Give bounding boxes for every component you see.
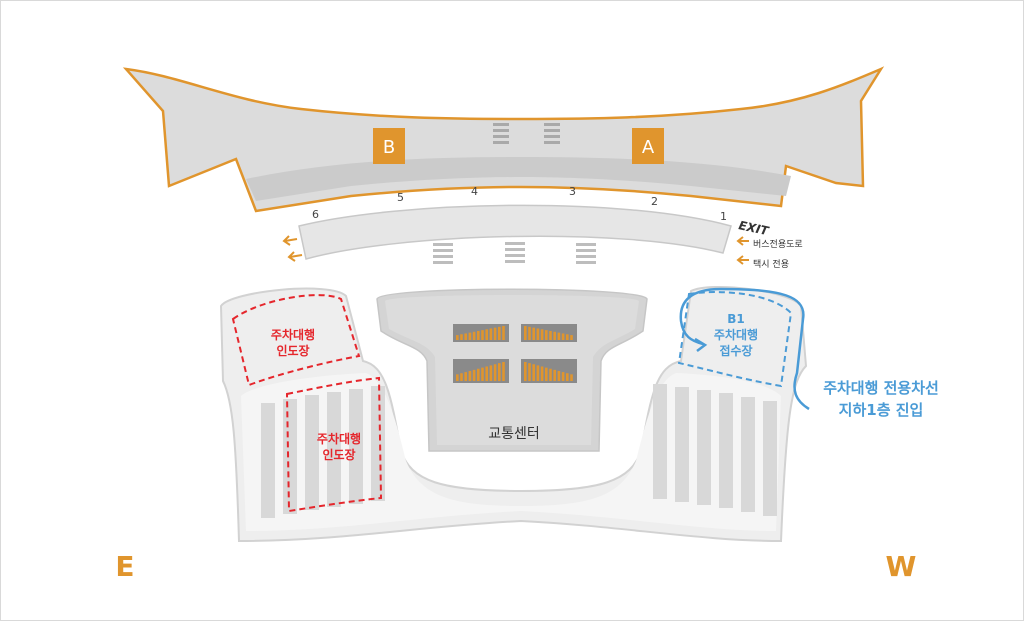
exit-label: EXIT	[737, 218, 770, 238]
platform-stripe	[557, 332, 561, 340]
platform-stripe	[472, 369, 476, 381]
compass-west: W	[886, 550, 917, 583]
taxi-lane-label: 택시 전용	[753, 259, 789, 270]
gate-b-label: B	[383, 137, 395, 158]
platform-stripe	[502, 362, 505, 381]
platform-stripe	[532, 327, 535, 340]
parking-rows-left	[261, 386, 385, 518]
platform-stripe	[460, 334, 463, 340]
platform-stripe	[493, 364, 497, 381]
escalator-icon	[505, 242, 525, 263]
valet-dropoff-upper-zone[interactable]: 주차대행 인도장	[231, 294, 361, 387]
platform-stripe	[561, 333, 565, 340]
platform-stripe	[570, 335, 573, 340]
exit-number-6: 6	[312, 208, 319, 221]
platform-stripe	[536, 365, 540, 381]
exit-number-5: 5	[397, 191, 404, 204]
exit-arrow-icon	[282, 235, 303, 262]
platform-stripe	[549, 368, 552, 381]
platform-stripe	[493, 327, 497, 340]
escalator-icon	[493, 123, 509, 144]
platform-stripe	[532, 364, 535, 381]
platform-stripes	[456, 326, 573, 381]
valet-dropoff-upper-line2: 인도장	[276, 343, 309, 358]
valet-reception-zone[interactable]: B1 주차대행 접수장	[677, 291, 793, 388]
valet-dropoff-lower-line2: 인도장	[322, 447, 355, 462]
bus-lane-label: 버스전용도로	[753, 239, 803, 250]
platform-stripe	[549, 330, 552, 340]
platform-stripe	[477, 368, 480, 381]
valet-reception-line1: B1	[727, 312, 745, 326]
exit-number-1: 1	[720, 210, 727, 223]
platform-stripe	[456, 335, 459, 340]
escalator-icon	[544, 123, 560, 144]
platform-stripe	[485, 329, 488, 340]
valet-lane-note-line2: 지하1층 진입	[839, 401, 924, 419]
gate-a-marker[interactable]: A	[632, 128, 664, 164]
platform-stripe	[557, 370, 561, 381]
platform-stripe	[472, 331, 476, 340]
valet-lane-note-line1: 주차대행 전용차선	[823, 379, 939, 397]
platform-stripe	[481, 367, 484, 381]
transport-center-label: 교통센터	[488, 426, 540, 442]
platform-stripe	[524, 362, 527, 381]
platform-stripe	[553, 331, 556, 340]
platform-stripe	[502, 326, 505, 340]
transport-center-building[interactable]: 교통센터	[376, 288, 648, 452]
gate-b-marker[interactable]: B	[373, 128, 405, 164]
platform-stripe	[498, 363, 501, 381]
parking-rows-right	[653, 384, 777, 516]
escalator-icon	[576, 243, 596, 264]
valet-lane-route	[679, 287, 810, 411]
platform-stripe	[489, 328, 493, 340]
valet-dropoff-upper-line1: 주차대행	[271, 327, 315, 342]
platform-stripe	[528, 363, 531, 381]
compass-east: E	[115, 550, 134, 583]
platform-stripe	[481, 330, 484, 340]
valet-dropoff-lower-zone[interactable]: 주차대행 인도장	[285, 376, 383, 513]
platform-stripe	[485, 366, 488, 381]
platform-stripe	[566, 334, 569, 340]
platform-stripe	[566, 373, 569, 381]
platform-stripe	[464, 333, 467, 340]
valet-reception-line3: 접수장	[719, 344, 752, 358]
platform-stripe	[456, 374, 459, 381]
platform-stripe	[464, 372, 467, 381]
platform-stripe	[545, 330, 548, 340]
platform-stripe	[528, 326, 531, 340]
platform-stripe	[536, 328, 540, 340]
platform-stripe	[540, 329, 544, 340]
platform-stripe	[553, 369, 556, 381]
platform-stripe	[561, 372, 565, 381]
curb-road	[298, 204, 732, 260]
platform-stripe	[524, 326, 527, 340]
platform-stripe	[489, 365, 493, 381]
platform-stripe	[468, 370, 472, 381]
platform-stripe	[460, 373, 463, 381]
entry-arrow-icon	[736, 236, 749, 265]
valet-dropoff-lower-line1: 주차대행	[317, 431, 361, 446]
exit-number-2: 2	[651, 195, 658, 208]
platform-stripe	[540, 366, 544, 381]
exit-number-3: 3	[569, 185, 576, 198]
valet-reception-line2: 주차대행	[714, 327, 758, 342]
terminal-building	[122, 66, 885, 213]
platform-stripe	[570, 374, 573, 381]
exit-number-4: 4	[471, 185, 478, 198]
platform-stripe	[477, 330, 480, 340]
platform-stripe	[468, 332, 472, 340]
gate-a-label: A	[642, 137, 655, 158]
escalator-icon	[433, 243, 453, 264]
platform-stripe	[498, 326, 501, 340]
platform-stripe	[545, 367, 548, 381]
